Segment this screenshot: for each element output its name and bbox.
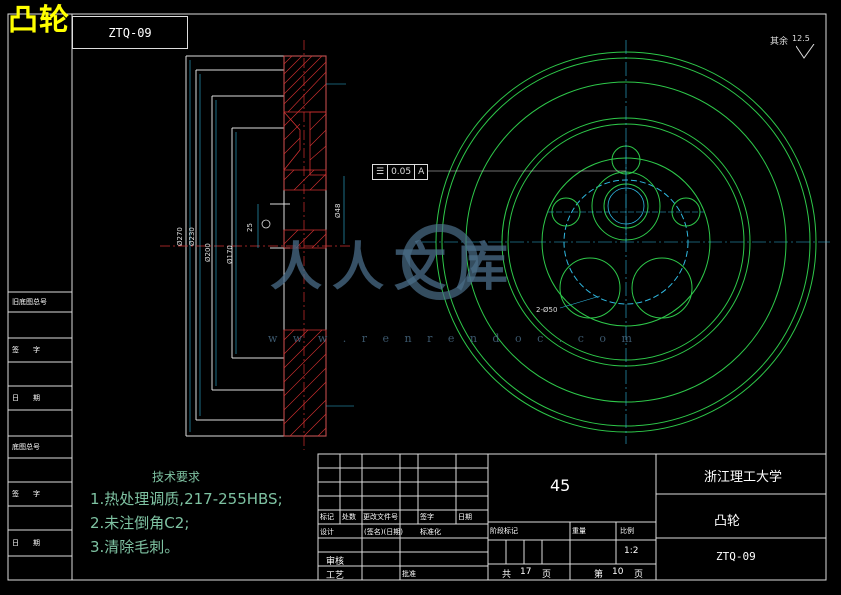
section-view xyxy=(160,40,354,450)
tech-item-1: 1.热处理调质,217-255HBS; xyxy=(90,490,283,508)
tb-stage-mark: 阶段标记 xyxy=(490,527,518,535)
dim-d170: Ø170 xyxy=(226,245,234,264)
watermark-url: w w w . r e n r e n d o c . c o m xyxy=(268,332,638,345)
part-name: 凸轮 xyxy=(714,514,741,529)
tech-item-3: 3.清除毛刺。 xyxy=(90,538,180,556)
front-view xyxy=(422,40,830,444)
tolerance-frame: ☰ 0.05 A xyxy=(372,164,429,180)
left-cell-6: 日 期 xyxy=(12,539,40,547)
tech-item-2: 2.未注倒角C2; xyxy=(90,514,190,532)
dim-r50: 2-Ø50 xyxy=(536,306,558,314)
left-cell-5: 签 字 xyxy=(12,490,40,498)
tb-change-doc: 更改文件号 xyxy=(363,513,398,521)
drawing-code-box: ZTQ-09 xyxy=(72,16,188,49)
scale-value: 1:2 xyxy=(624,546,639,556)
tb-standard: 标准化 xyxy=(420,528,441,536)
roughness-label: 其余 xyxy=(770,37,789,47)
tb-sign: 签字 xyxy=(420,513,434,521)
dim-d230: Ø230 xyxy=(188,227,196,246)
tb-ratio: 比例 xyxy=(620,527,634,535)
tb-design: 设计 xyxy=(320,528,334,536)
tb-mark: 标记 xyxy=(320,513,334,521)
total-page-unit: 页 xyxy=(542,570,552,580)
drawing-code: ZTQ-09 xyxy=(108,25,152,40)
tb-approve: 批准 xyxy=(402,570,416,578)
tolerance-datum: A xyxy=(418,167,425,177)
tb-weight: 重量 xyxy=(572,527,586,535)
total-label: 共 xyxy=(502,570,512,580)
total-pages: 17 xyxy=(520,567,532,577)
tb-date: 日期 xyxy=(458,513,472,521)
left-column-grid xyxy=(8,291,72,557)
dim-d48: Ø48 xyxy=(334,203,342,218)
current-label: 第 xyxy=(594,570,604,580)
dim-d25: 25 xyxy=(246,223,254,232)
material-label: 45 xyxy=(550,476,571,495)
title-block-grid xyxy=(317,453,827,581)
tb-count: 处数 xyxy=(342,513,356,521)
dim-d200: Ø200 xyxy=(204,243,212,262)
dim-d270: Ø270 xyxy=(176,227,184,246)
current-page-unit: 页 xyxy=(634,570,644,580)
left-cell-4: 底图总号 xyxy=(12,443,40,451)
part-code: ZTQ-09 xyxy=(716,550,756,563)
tb-sign-date: (签名)(日期) xyxy=(364,528,403,536)
tolerance-value: 0.05 xyxy=(388,165,416,179)
left-cell-3: 日 期 xyxy=(12,394,40,402)
watermark-text: 人人文库 xyxy=(270,238,519,298)
tolerance-symbol: ☰ xyxy=(373,165,389,179)
watermark-logo-ring xyxy=(402,224,478,300)
left-cell-2: 签 字 xyxy=(12,346,40,354)
tech-title: 技术要求 xyxy=(152,470,201,484)
tb-review: 审核 xyxy=(326,557,345,567)
roughness-value: 12.5 xyxy=(792,34,810,43)
drawing-title: 凸轮 xyxy=(8,3,70,38)
roughness-symbol-icon xyxy=(796,44,815,59)
school-name: 浙江理工大学 xyxy=(704,470,783,485)
current-page: 10 xyxy=(612,567,624,577)
datum-circle xyxy=(261,219,271,229)
left-cell-1: 旧底图总号 xyxy=(12,298,47,306)
tb-process: 工艺 xyxy=(326,571,345,581)
